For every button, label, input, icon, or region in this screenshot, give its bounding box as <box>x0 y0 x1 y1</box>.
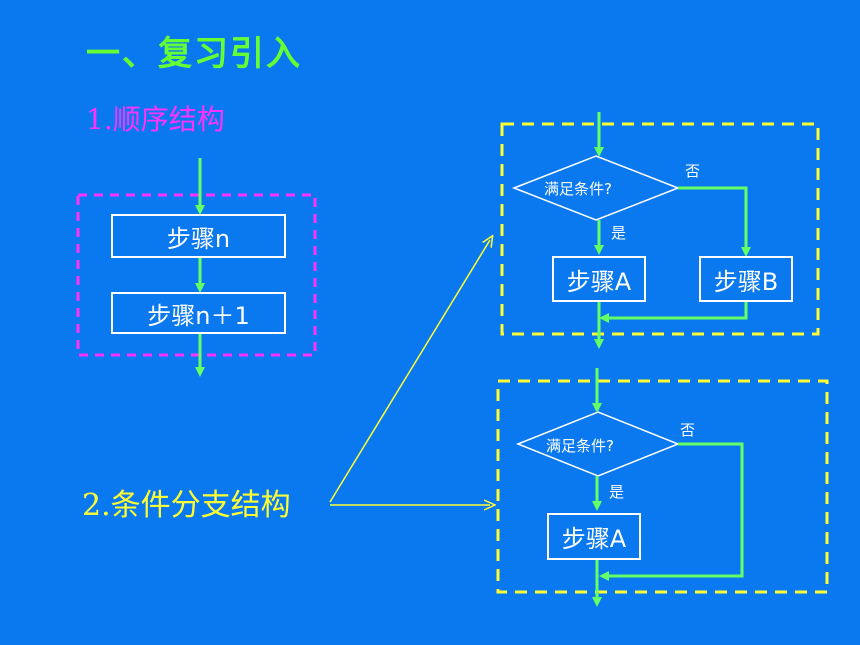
cond-top-merge <box>599 302 748 323</box>
sequence-label: 1.顺序结构 <box>86 103 225 136</box>
sequence-frame <box>76 193 317 357</box>
cond-bottom-no-label: 否 <box>680 421 696 439</box>
seq-step-n-plus-1: 步骤n＋1 <box>111 292 286 334</box>
slide-title: 一、复习引入 <box>86 34 302 74</box>
cond-bottom-arrow-no <box>599 442 744 581</box>
cond-top-arrow-no <box>678 186 751 257</box>
conditional-label: 2.条件分支结构 <box>82 488 291 523</box>
pointer-line-top <box>329 240 490 503</box>
cond-bottom-frame <box>496 379 829 594</box>
cond-bottom-yes-label: 是 <box>609 483 625 501</box>
cond-top-frame <box>500 122 820 336</box>
cond-top-no-label: 否 <box>685 162 701 180</box>
seq-step-n: 步骤n <box>111 214 286 258</box>
cond-top-condition: 满足条件? <box>544 180 612 198</box>
cond-bottom-condition: 满足条件? <box>546 437 614 455</box>
cond-top-step-a: 步骤A <box>552 256 646 302</box>
cond-top-step-b: 步骤B <box>699 256 793 302</box>
cond-bottom-step-a: 步骤A <box>547 513 641 560</box>
cond-top-yes-label: 是 <box>611 224 627 242</box>
